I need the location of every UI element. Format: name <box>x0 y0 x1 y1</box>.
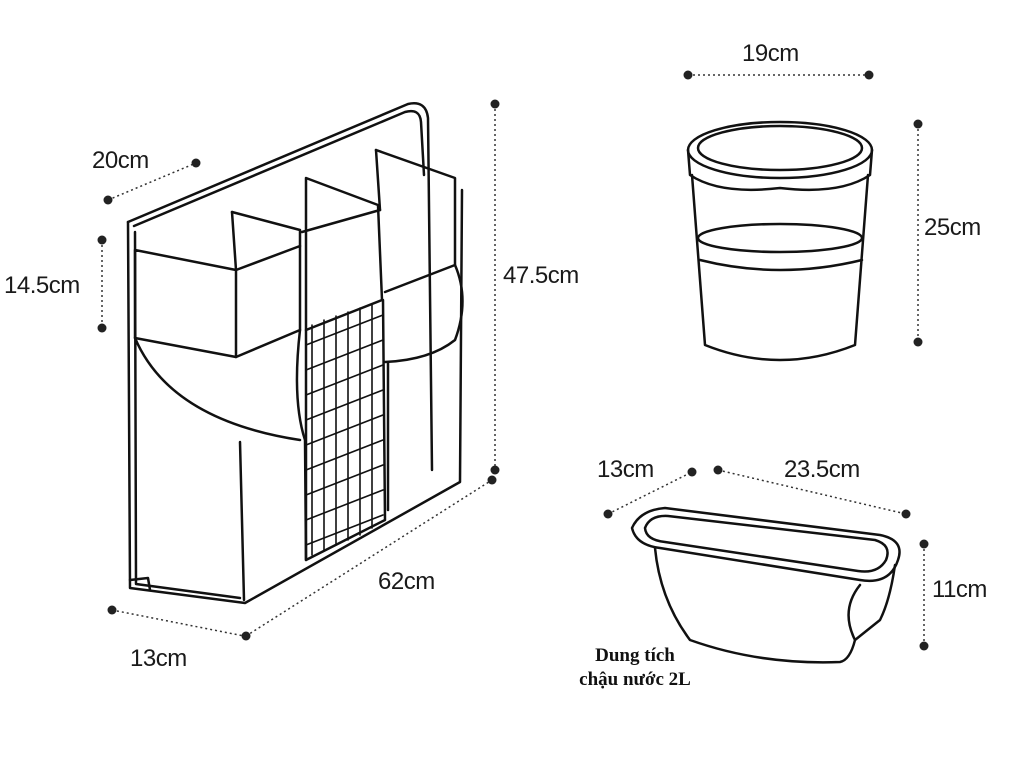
mesh-pocket <box>305 303 384 556</box>
bucket-drawing <box>686 120 874 362</box>
basin-length-label: 23.5cm <box>784 456 860 483</box>
organizer-depth-top-label: 20cm <box>92 147 149 174</box>
dimension-lines <box>101 74 925 646</box>
basin-height-label: 11cm <box>932 576 987 603</box>
basin-depth-label: 13cm <box>597 456 654 483</box>
bucket-height-label: 25cm <box>924 214 981 241</box>
organizer-pocket-height-label: 14.5cm <box>4 272 80 299</box>
bedside-organizer-drawing <box>126 102 464 605</box>
capacity-line-2: chậu nước 2L <box>579 669 691 690</box>
basin-capacity-note: Dung tích chậu nước 2L <box>560 644 710 692</box>
dimension-endpoints <box>97 70 929 651</box>
organizer-width-label: 62cm <box>378 568 435 595</box>
organizer-height-label: 47.5cm <box>503 262 579 289</box>
capacity-line-1: Dung tích <box>595 645 675 666</box>
organizer-depth-bottom-label: 13cm <box>130 645 187 672</box>
bucket-diameter-label: 19cm <box>742 40 799 67</box>
basin-drawing <box>630 506 901 664</box>
